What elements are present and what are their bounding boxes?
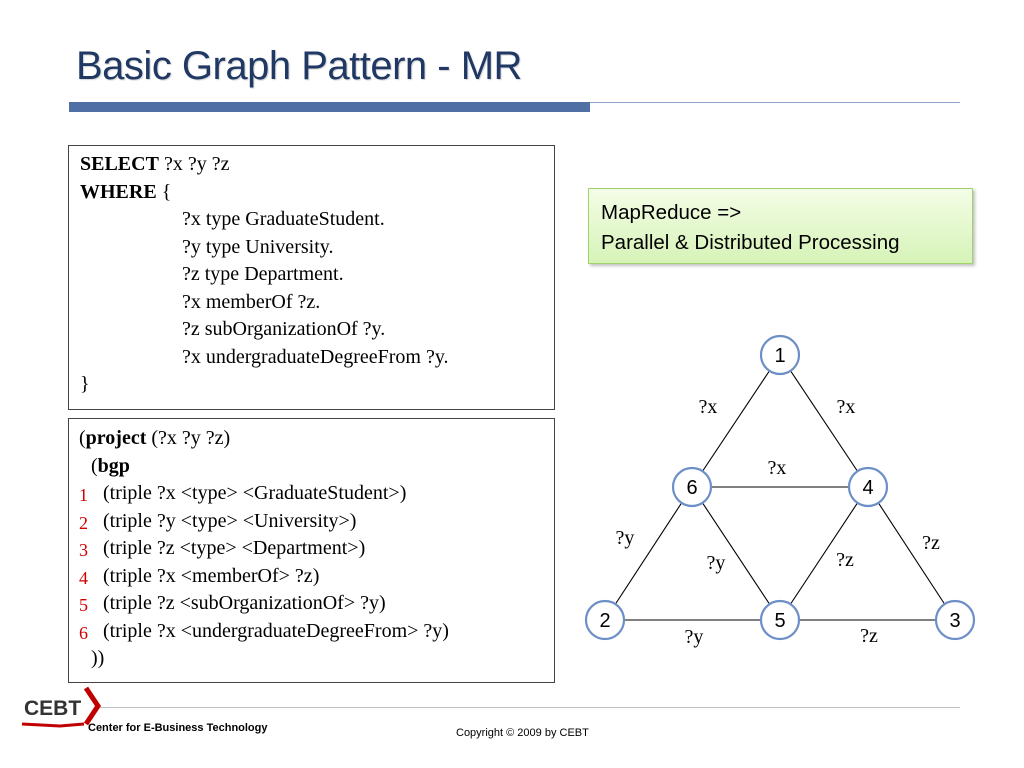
cebt-logo: CEBT — [21, 686, 102, 728]
graph-node-4: 4 — [847, 466, 889, 508]
triple-line: 6 (triple ?x <undergraduateDegreeFrom> ?y… — [79, 618, 554, 646]
triple-text: (triple ?x <type> <GraduateStudent>) — [103, 482, 407, 504]
edge-label: ?x — [768, 457, 787, 479]
node-circle — [671, 466, 713, 508]
close-brace: } — [80, 373, 90, 395]
triple-text: (triple ?x <memberOf> ?z) — [103, 564, 320, 587]
node-circle — [759, 334, 801, 376]
bgp-open-paren: ( — [91, 454, 98, 477]
triple-text: (triple ?z <subOrganizationOf> ?y) — [103, 592, 386, 614]
pattern-line: ?x type GraduateStudent. — [182, 208, 385, 230]
footer-org-name: Center for E-Business Technology — [88, 722, 268, 734]
triple-line: 4 (triple ?x <memberOf> ?z) — [79, 563, 554, 591]
select-vars: ?x ?y ?z — [158, 153, 230, 175]
edge-label: ?z — [836, 549, 854, 571]
triple-number: 1 — [79, 485, 88, 505]
bgp-line: (bgp — [79, 453, 554, 481]
node-label: 1 — [774, 345, 785, 367]
edge-label: ?y — [685, 626, 704, 648]
callout-line-2: Parallel & Distributed Processing — [601, 231, 900, 254]
triple-number: 6 — [79, 622, 88, 643]
join-graph: ?x ?x ?x ?y ?y ?z ?z ?y ?z 1 6 4 2 5 3 — [584, 334, 976, 648]
triple-line: 3 (triple ?z <type> <Department>) — [79, 535, 554, 563]
where-clause: WHERE { — [80, 179, 554, 207]
sparql-query-box: SELECT ?x ?y ?z WHERE { ?x type Graduate… — [68, 145, 555, 410]
node-label: 5 — [774, 610, 785, 632]
graph-node-5: 5 — [759, 599, 801, 641]
select-clause: SELECT ?x ?y ?z — [80, 151, 554, 179]
graph-edge-1-4 — [779, 354, 869, 488]
triple-line: 5 (triple ?z <subOrganizationOf> ?y) — [79, 590, 554, 618]
select-keyword: SELECT — [80, 153, 159, 175]
edge-label: ?y — [707, 552, 726, 574]
node-label: 4 — [862, 477, 873, 499]
pattern-line: ?z subOrganizationOf ?y. — [182, 318, 386, 340]
triple-text: (triple ?y <type> <University>) — [103, 509, 357, 532]
slide-title: Basic Graph Pattern - MR — [76, 44, 522, 88]
where-open-brace: { — [156, 180, 172, 203]
graph-node-6: 6 — [671, 466, 713, 508]
node-circle — [847, 466, 889, 508]
triple-line: 1 (triple ?x <type> <GraduateStudent>) — [79, 480, 554, 508]
pattern-line: ?z type Department. — [182, 263, 344, 285]
algebra-close: )) — [91, 647, 105, 669]
graph-edge-6-5 — [691, 486, 781, 621]
bgp-keyword: bgp — [97, 454, 130, 477]
node-circle — [759, 599, 801, 641]
triple-number: 5 — [79, 595, 88, 615]
node-label: 6 — [686, 477, 697, 499]
pattern-line: ?x undergraduateDegreeFrom ?y. — [182, 345, 449, 368]
title-underline-bar — [69, 102, 590, 112]
title-underline-rule — [590, 102, 960, 103]
copyright-text: Copyright © 2009 by CEBT — [456, 727, 589, 739]
pattern-line: ?x memberOf ?z. — [182, 290, 321, 313]
edge-label: ?y — [616, 527, 635, 549]
project-line: (project (?x ?y ?z) — [79, 425, 554, 453]
project-vars: (?x ?y ?z) — [146, 427, 231, 449]
graph-edge-1-6 — [691, 354, 781, 488]
node-circle — [584, 599, 626, 641]
graph-edge-4-3 — [867, 486, 956, 621]
node-label: 2 — [599, 610, 610, 632]
edge-label: ?z — [922, 532, 940, 554]
project-open-paren: ( — [79, 427, 86, 449]
edge-label: ?x — [837, 396, 856, 418]
graph-edge-6-2 — [604, 486, 693, 621]
triple-number: 4 — [79, 567, 88, 588]
where-keyword: WHERE — [80, 180, 157, 203]
svg-text:CEBT: CEBT — [24, 697, 81, 720]
triple-text: (triple ?x <undergraduateDegreeFrom> ?y) — [103, 619, 449, 642]
graph-node-2: 2 — [584, 599, 626, 641]
triple-line: 2 (triple ?y <type> <University>) — [79, 508, 554, 536]
node-circle — [934, 599, 976, 641]
project-keyword: project — [85, 427, 147, 449]
graph-edge-4-5 — [779, 486, 869, 621]
edge-label: ?z — [860, 625, 878, 647]
triple-number: 3 — [79, 540, 88, 560]
node-label: 3 — [949, 610, 960, 632]
graph-node-3: 3 — [934, 599, 976, 641]
triple-number: 2 — [79, 512, 88, 533]
footer-rule — [100, 707, 960, 708]
graph-node-1: 1 — [759, 334, 801, 376]
edge-label: ?x — [699, 396, 718, 418]
callout-line-1: MapReduce => — [601, 201, 742, 224]
mapreduce-callout: MapReduce => Parallel & Distributed Proc… — [588, 188, 973, 264]
sparql-algebra-box: (project (?x ?y ?z) (bgp 1(triple ?x <ty… — [68, 418, 555, 683]
pattern-line: ?y type University. — [182, 235, 334, 258]
triple-text: (triple ?z <type> <Department>) — [103, 537, 366, 559]
